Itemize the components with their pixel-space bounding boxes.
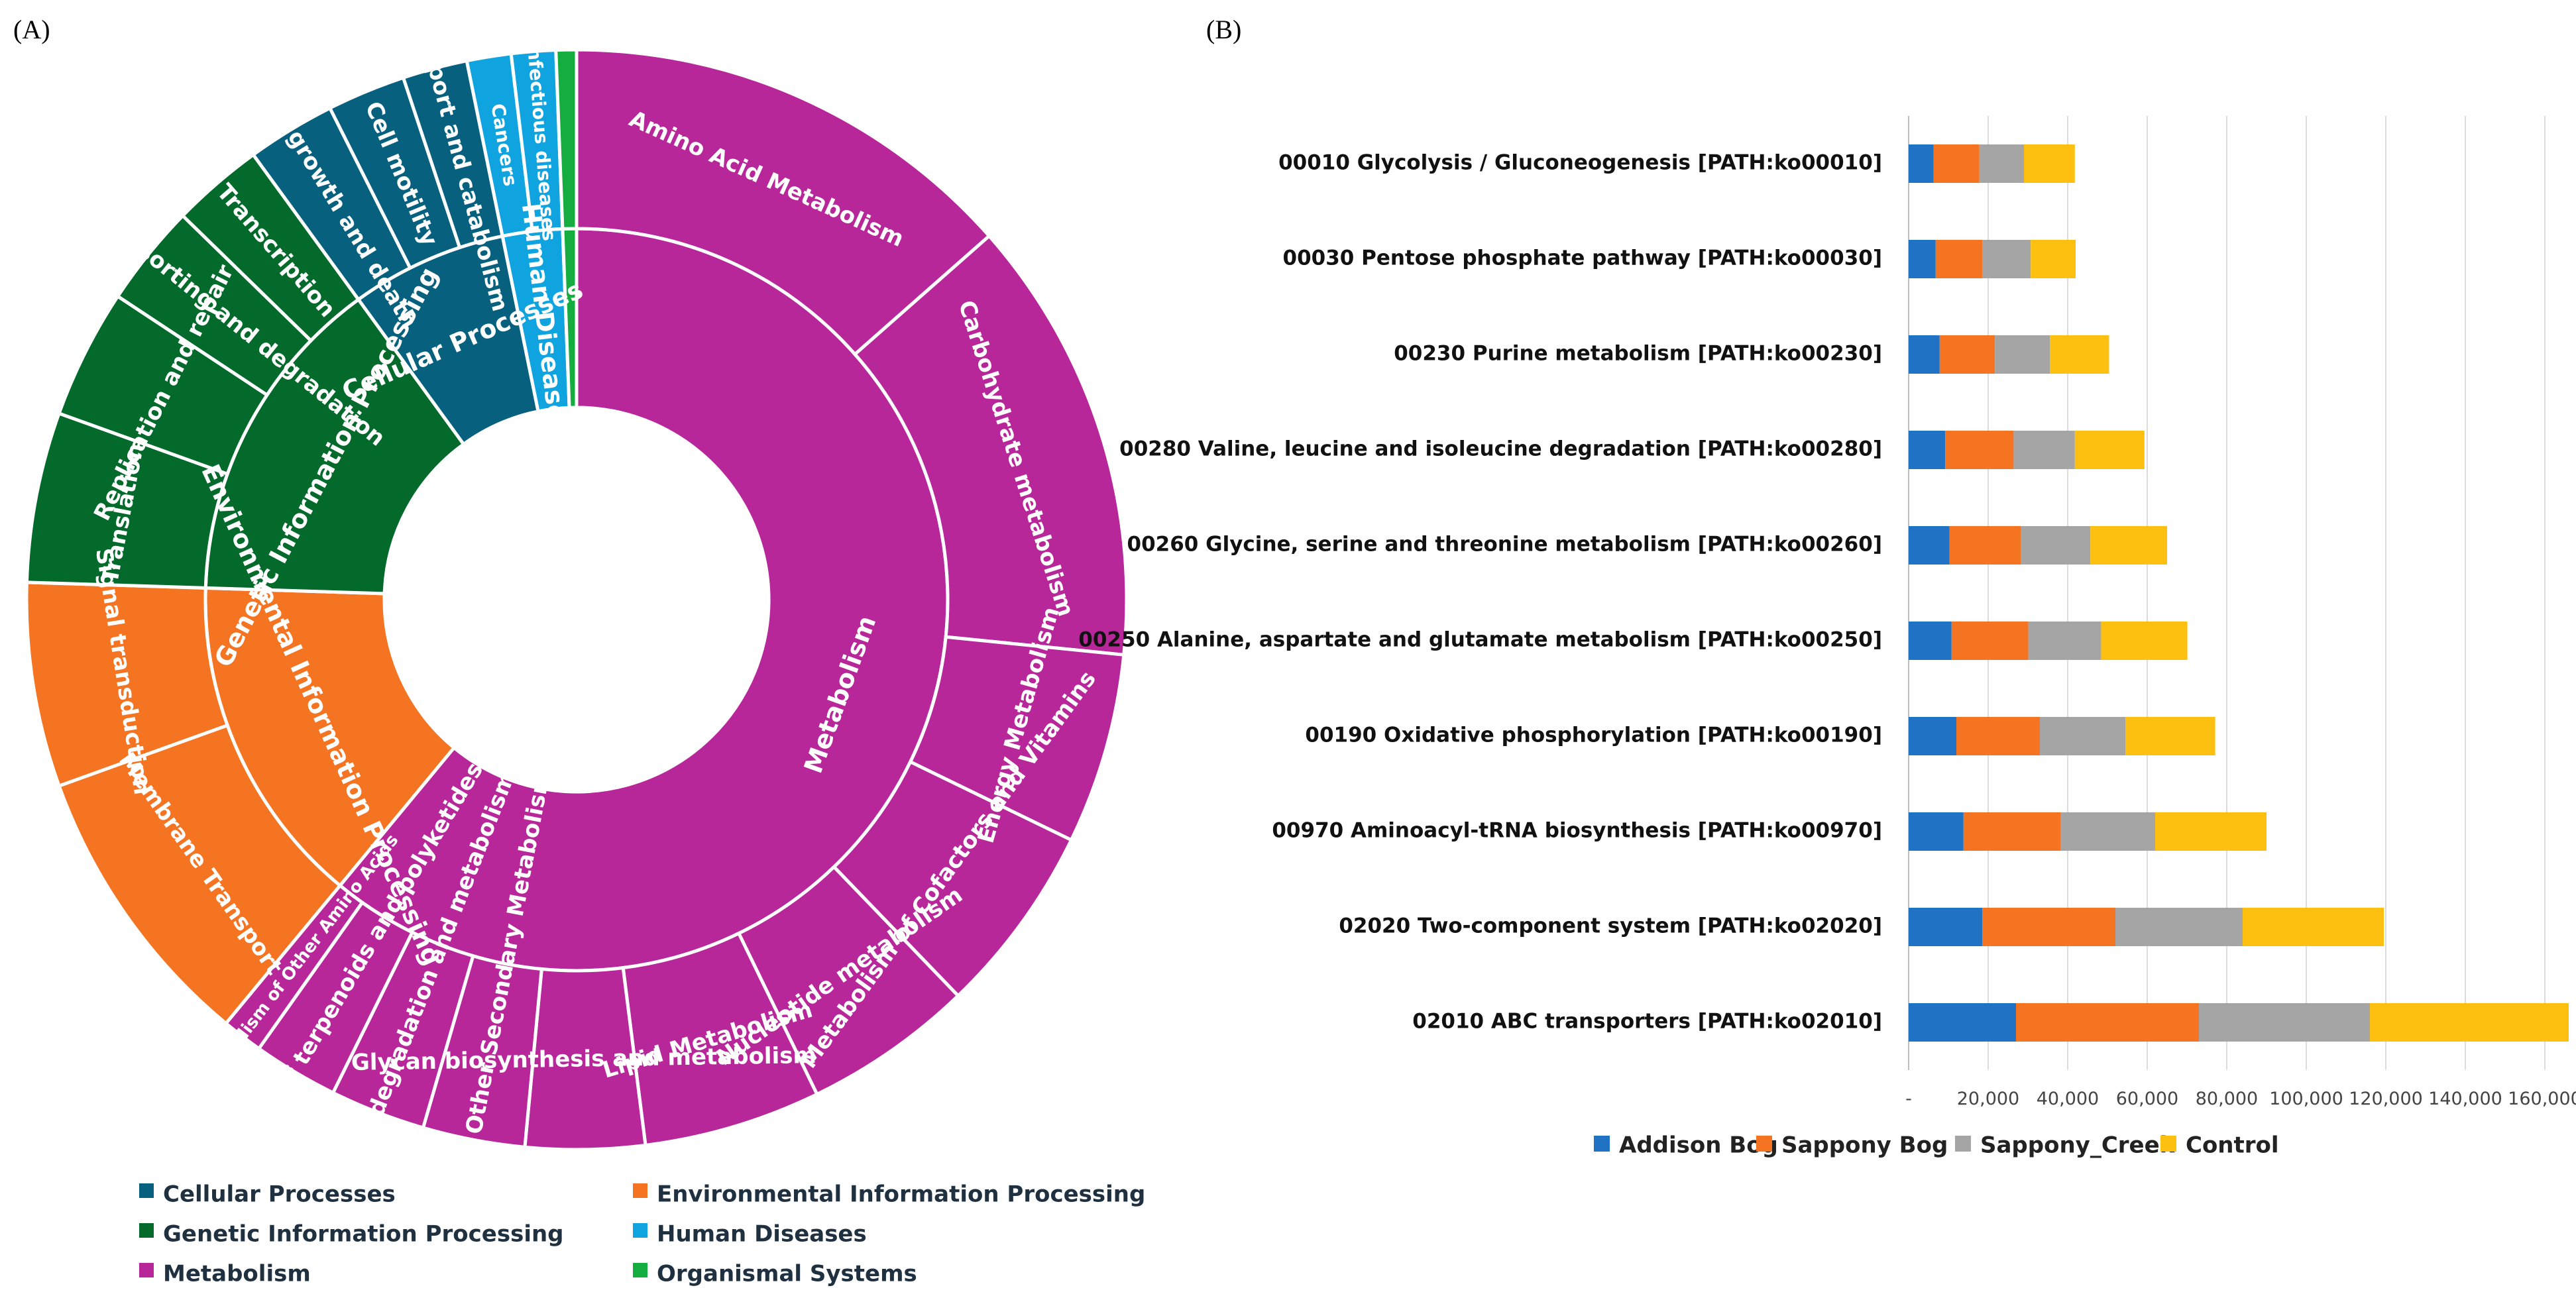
bar-control: [2243, 908, 2384, 946]
bar-sappony-creek: [2028, 622, 2101, 660]
bar-control: [2031, 240, 2076, 278]
bar-sappony-creek: [1995, 335, 2050, 374]
bar-addison-bog: [1909, 240, 1936, 278]
legend-swatch-human-diseases: [633, 1223, 647, 1238]
panel-b-label: (B): [1206, 15, 1241, 44]
x-tick-label: 120,000: [2349, 1089, 2423, 1109]
bar-sappony-bog: [1945, 431, 2014, 469]
panel-a-label: (A): [13, 15, 50, 44]
outer-segment-slice: [554, 48, 579, 231]
bar-control: [2125, 717, 2215, 755]
category-label: 00010 Glycolysis / Gluconeogenesis [PATH…: [1278, 151, 1882, 175]
bar-sappony-creek: [2199, 1003, 2370, 1042]
category-label: 00190 Oxidative phosphorylation [PATH:ko…: [1305, 724, 1882, 747]
bar-addison-bog: [1909, 526, 1950, 565]
category-label: 00030 Pentose phosphate pathway [PATH:ko…: [1283, 246, 1882, 270]
bar-legend-swatch-addison-bog: [1594, 1136, 1610, 1152]
legend-swatch-metabolism: [139, 1263, 154, 1277]
bar-addison-bog: [1909, 622, 1952, 660]
bar-sappony-bog: [1933, 144, 1980, 183]
x-tick-label: 20,000: [1957, 1089, 2019, 1109]
bar-sappony-creek: [2021, 526, 2091, 565]
bar-sappony-bog: [1951, 622, 2029, 660]
bar-sappony-bog: [1935, 240, 1982, 278]
bar-sappony-bog: [1956, 717, 2040, 755]
outer-amino-acid-metabolism-slice: [575, 48, 992, 357]
category-label: 00280 Valine, leucine and isoleucine deg…: [1119, 437, 1882, 461]
bar-sappony-bog: [1963, 812, 2061, 851]
category-label: 02020 Two-component system [PATH:ko02020…: [1339, 914, 1882, 938]
legend-swatch-environmental-information-processing: [633, 1183, 647, 1198]
legend-label-environmental-information-processing: Environmental Information Processing: [657, 1181, 1145, 1208]
bar-control: [2101, 622, 2188, 660]
sunburst-chart: [25, 48, 1129, 1152]
bar-sappony-bog: [2016, 1003, 2199, 1042]
legend-swatch-genetic-information-processing: [139, 1223, 154, 1238]
x-tick-label: 60,000: [2116, 1089, 2178, 1109]
legend-swatch-cellular-processes: [139, 1183, 154, 1198]
bar-sappony-bog: [1982, 908, 2115, 946]
legend-swatch-organismal-systems: [633, 1263, 647, 1277]
bar-addison-bog: [1909, 717, 1956, 755]
x-tick-label: 80,000: [2196, 1089, 2258, 1109]
x-tick-label: 100,000: [2269, 1089, 2343, 1109]
bar-addison-bog: [1909, 431, 1946, 469]
bar-addison-bog: [1909, 1003, 2016, 1042]
bar-addison-bog: [1909, 812, 1964, 851]
bar-sappony-bog: [1949, 526, 2021, 565]
bar-control: [2074, 431, 2145, 469]
category-label: 00230 Purine metabolism [PATH:ko00230]: [1394, 342, 1882, 366]
bar-addison-bog: [1909, 144, 1934, 183]
bar-sappony-creek: [2115, 908, 2243, 946]
category-label: 02010 ABC transporters [PATH:ko02010]: [1412, 1010, 1882, 1034]
bar-legend-label-control: Control: [2186, 1132, 2279, 1159]
legend-label-metabolism: Metabolism: [163, 1261, 311, 1287]
bar-legend-label-sappony-creek: Sappony_Creek: [1980, 1132, 2176, 1159]
bar-sappony-creek: [1979, 144, 2024, 183]
bar-sappony-creek: [1982, 240, 2031, 278]
x-tick-label: 160,000: [2508, 1089, 2576, 1109]
bar-sappony-creek: [2040, 717, 2125, 755]
bar-legend-swatch-sappony-bog: [1756, 1136, 1772, 1152]
bar-control: [2155, 812, 2267, 851]
bar-sappony-creek: [2013, 431, 2075, 469]
bar-legend-label-sappony-bog: Sappony Bog: [1781, 1132, 1948, 1159]
category-label: 00970 Aminoacyl-tRNA biosynthesis [PATH:…: [1272, 819, 1882, 843]
bar-sappony-bog: [1939, 335, 1995, 374]
bar-control: [2370, 1003, 2569, 1042]
x-tick-label: -: [1905, 1089, 1912, 1109]
category-label: 00260 Glycine, serine and threonine meta…: [1127, 533, 1882, 557]
x-tick-label: 40,000: [2037, 1089, 2099, 1109]
bar-legend-swatch-control: [2160, 1136, 2176, 1152]
category-label: 00250 Alanine, aspartate and glutamate m…: [1078, 628, 1882, 652]
bar-control: [2024, 144, 2075, 183]
legend-label-organismal-systems: Organismal Systems: [657, 1261, 917, 1287]
legend-label-cellular-processes: Cellular Processes: [163, 1181, 396, 1208]
bar-sappony-creek: [2060, 812, 2155, 851]
bar-addison-bog: [1909, 908, 1982, 946]
bar-legend-swatch-sappony-creek: [1955, 1136, 1971, 1152]
bar-legend-label-addison-bog: Addison Bog: [1619, 1132, 1778, 1159]
legend-label-genetic-information-processing: Genetic Information Processing: [163, 1221, 564, 1248]
legend-label-human-diseases: Human Diseases: [657, 1221, 867, 1248]
bar-control: [2090, 526, 2167, 565]
bar-addison-bog: [1909, 335, 1940, 374]
bar-control: [2050, 335, 2109, 374]
outer-carbohydrate-metabolism-slice: [852, 233, 1129, 657]
x-tick-label: 140,000: [2428, 1089, 2502, 1109]
